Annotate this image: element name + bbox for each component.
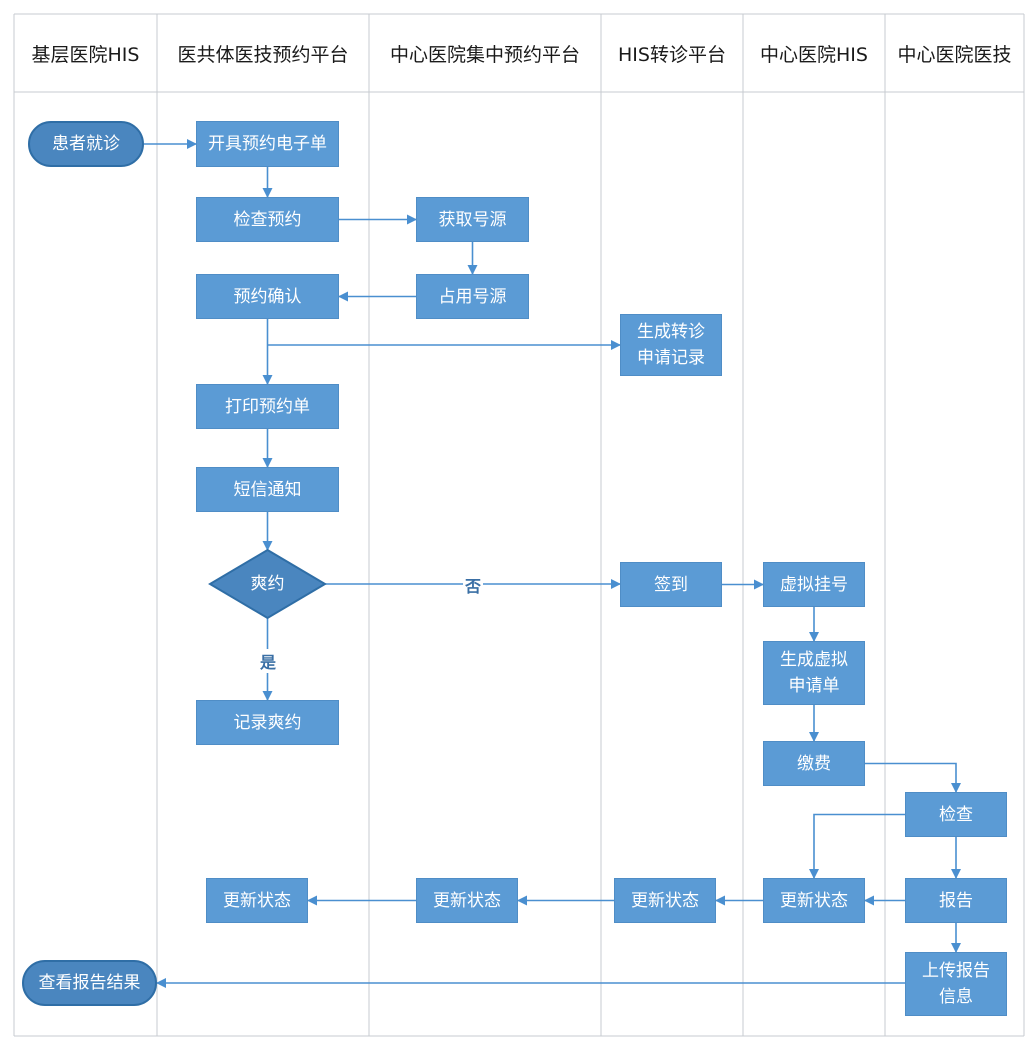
- node-n_vapply: 生成虚拟 申请单: [763, 641, 865, 705]
- node-n_occupy: 占用号源: [416, 274, 529, 319]
- decision-shape-n_noshow: [208, 548, 327, 620]
- node-n_open: 开具预约电子单: [196, 121, 339, 167]
- node-n_check_appt: 检查预约: [196, 197, 339, 242]
- node-n_checkin: 签到: [620, 562, 722, 607]
- edge-n_exam-to-n_upd_his: [809, 813, 905, 879]
- node-n_exam: 检查: [905, 792, 1007, 837]
- node-n_upload: 上传报告 信息: [905, 952, 1007, 1016]
- node-n_patient: 患者就诊: [28, 121, 144, 167]
- node-n_referral: 生成转诊 申请记录: [620, 314, 722, 376]
- node-n_get_src: 获取号源: [416, 197, 529, 242]
- node-n_pay: 缴费: [763, 741, 865, 786]
- node-n_record_noshow: 记录爽约: [196, 700, 339, 745]
- node-n_report: 报告: [905, 878, 1007, 923]
- node-n_upd_central: 更新状态: [416, 878, 518, 923]
- node-n_upd_ref: 更新状态: [614, 878, 716, 923]
- lane-header-l1: 基层医院HIS: [31, 43, 140, 66]
- lane-header-l3: 中心医院集中预约平台: [389, 43, 580, 66]
- node-n_view: 查看报告结果: [22, 960, 157, 1006]
- node-n_vreg: 虚拟挂号: [763, 562, 865, 607]
- lane-header-l2: 医共体医技预约平台: [177, 43, 349, 66]
- node-n_sms: 短信通知: [196, 467, 339, 512]
- node-n_upd_his: 更新状态: [763, 878, 865, 923]
- edge-n_pay-to-n_exam: [865, 762, 961, 793]
- edge-label: 否: [463, 573, 484, 597]
- node-n_upd_plat: 更新状态: [206, 878, 308, 923]
- node-n_confirm: 预约确认: [196, 274, 339, 319]
- lane-header-l5: 中心医院HIS: [760, 43, 868, 66]
- lane-header-l6: 中心医院医技: [897, 43, 1012, 66]
- node-n_print: 打印预约单: [196, 384, 339, 429]
- edge-label: 是: [258, 649, 279, 673]
- lane-header-l4: HIS转诊平台: [618, 43, 726, 66]
- node-n_noshow: 爽约: [250, 574, 285, 594]
